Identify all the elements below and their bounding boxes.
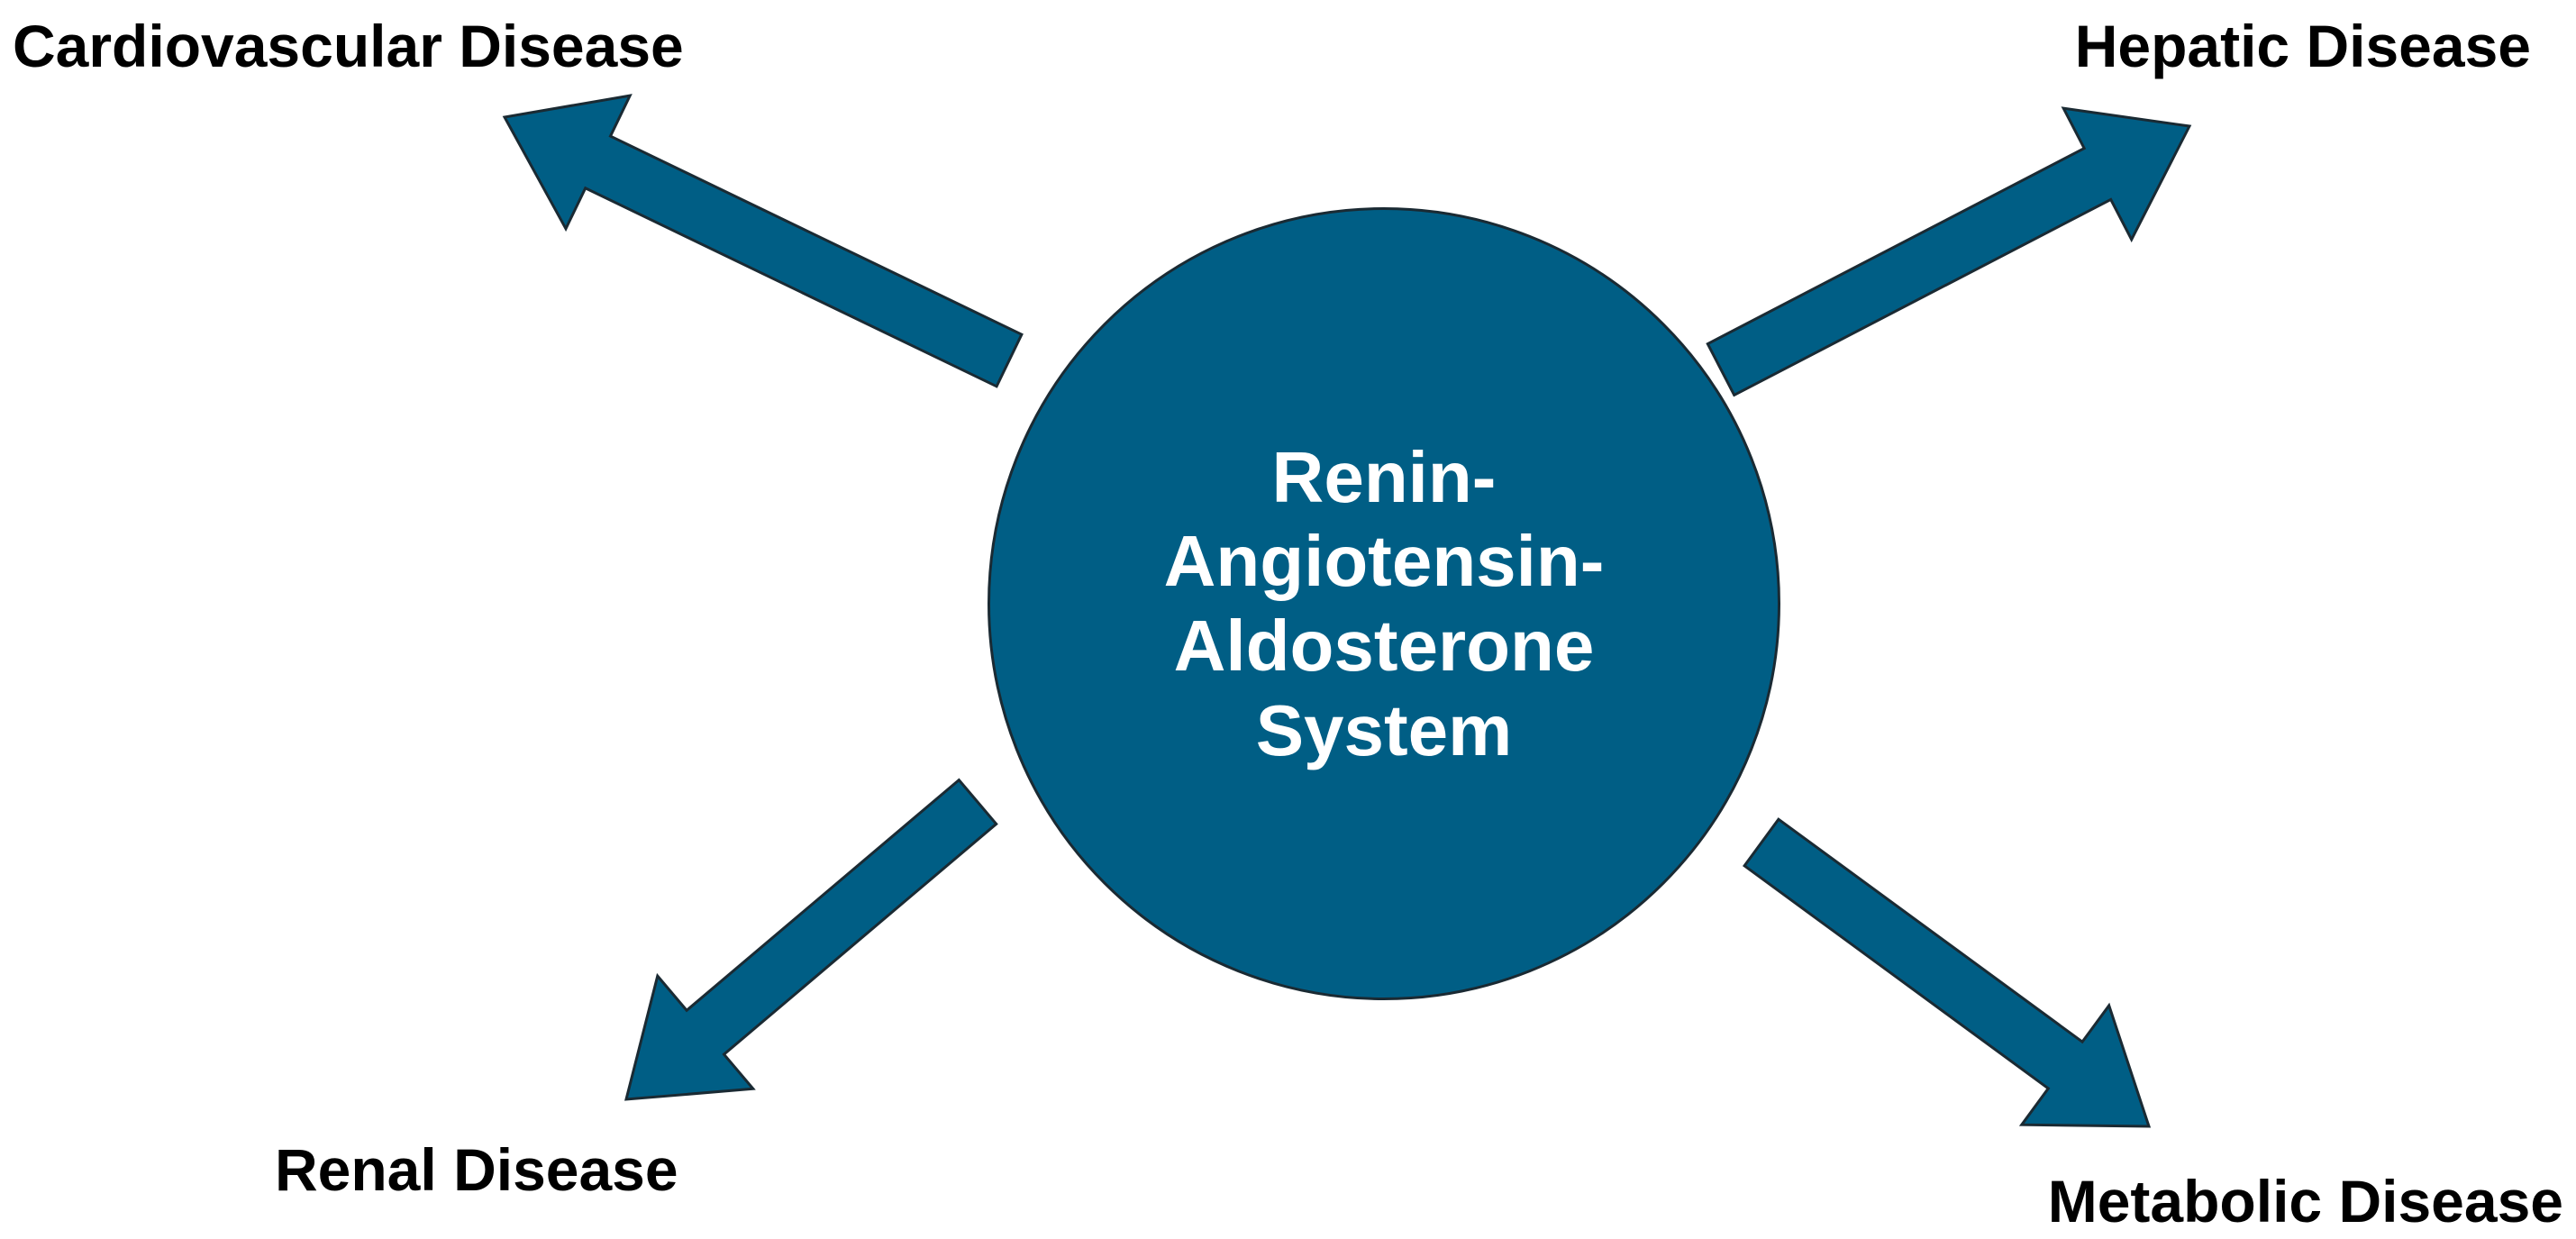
arrow-to-metabolic [1743,817,2152,1128]
renal-disease-label: Renal Disease [275,1136,678,1203]
hepatic-disease-label: Hepatic Disease [2074,13,2531,79]
arrow-to-hepatic [1706,106,2192,397]
raas-title-line: Aldosterone [1173,606,1595,686]
arrow-to-renal [624,778,998,1101]
raas-title-line: System [1255,689,1513,770]
raas-title-line: Renin- [1271,436,1497,517]
arrow-to-cardiovascular [502,94,1024,388]
raas-title: Renin- Angiotensin- Aldosterone System [1164,435,1605,772]
raas-circle: Renin- Angiotensin- Aldosterone System [988,207,1780,1000]
cardiovascular-disease-label: Cardiovascular Disease [13,13,684,79]
metabolic-disease-label: Metabolic Disease [2047,1168,2563,1234]
raas-title-line: Angiotensin- [1163,521,1605,602]
